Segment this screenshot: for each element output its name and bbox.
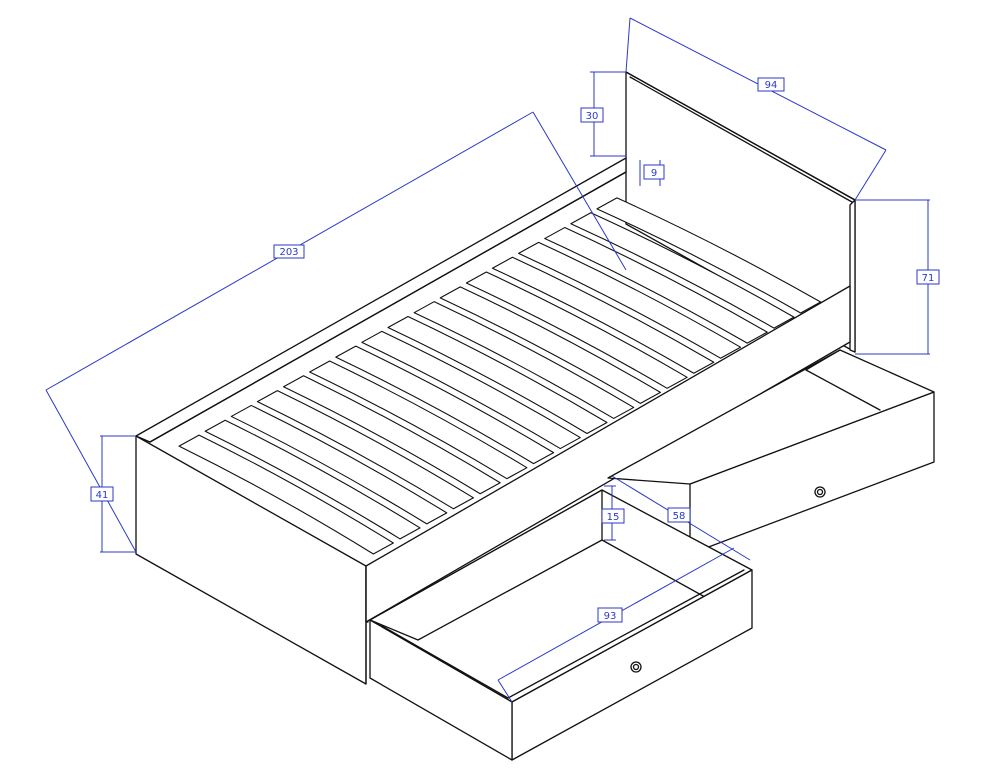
- slat: [256, 390, 475, 510]
- dimension-label-headboard-thickness: 9: [643, 164, 665, 180]
- slat: [387, 315, 608, 435]
- svg-text:41: 41: [96, 490, 109, 501]
- front-drawer-knob: [630, 661, 642, 673]
- rear-drawer: [607, 349, 935, 555]
- slat: [335, 345, 555, 465]
- back-side-rail: [135, 157, 627, 443]
- slat: [178, 434, 394, 555]
- slat: [518, 241, 742, 359]
- slat: [282, 375, 501, 495]
- svg-text:94: 94: [765, 80, 778, 91]
- slat: [491, 256, 715, 374]
- svg-text:58: 58: [673, 511, 686, 522]
- dimension-label-width: 94: [757, 77, 785, 92]
- slat: [204, 419, 421, 540]
- dimension-label-headboard-height: 71: [916, 269, 940, 285]
- dimension-label-drawer-height: 15: [601, 508, 625, 524]
- svg-text:30: 30: [586, 111, 599, 122]
- headboard: [625, 71, 856, 353]
- slat: [361, 330, 581, 450]
- slat: [439, 286, 661, 404]
- slat: [413, 301, 635, 419]
- slat: [309, 360, 528, 480]
- dimension-label-frame-height: 41: [90, 486, 114, 502]
- svg-text:203: 203: [279, 247, 298, 258]
- slat: [230, 404, 448, 525]
- slat: [570, 212, 795, 329]
- slat-base: [178, 197, 822, 555]
- dimension-label-headboard-above: 30: [580, 107, 604, 123]
- svg-text:15: 15: [607, 512, 620, 523]
- svg-text:9: 9: [651, 168, 657, 179]
- dimension-label-drawer-width: 93: [597, 607, 623, 623]
- svg-text:71: 71: [922, 273, 935, 284]
- slat: [544, 227, 768, 344]
- slat: [465, 271, 688, 389]
- dimension-label-drawer-depth: 58: [667, 507, 691, 523]
- svg-text:93: 93: [604, 611, 617, 622]
- dimension-label-length: 203: [273, 244, 305, 259]
- front-drawer: [369, 489, 753, 761]
- rear-drawer-knob: [814, 486, 826, 498]
- front-side-rail: [365, 285, 851, 685]
- slat: [596, 197, 822, 314]
